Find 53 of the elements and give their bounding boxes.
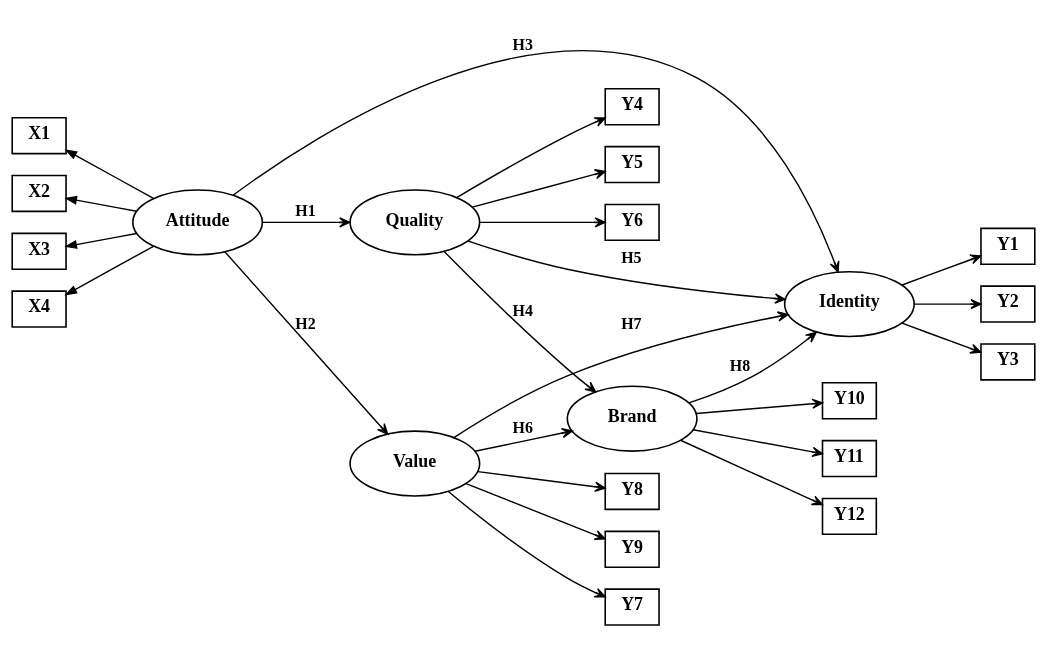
arrow <box>64 232 138 249</box>
arrow <box>471 168 606 208</box>
arrow <box>261 216 351 228</box>
arrow <box>913 298 982 309</box>
node-box: Y8 <box>604 472 660 510</box>
node-box: Y4 <box>604 87 660 125</box>
node-box: Y12 <box>821 497 878 535</box>
node-box: Y6 <box>604 203 660 241</box>
arrow <box>447 490 606 598</box>
arrow <box>692 428 824 457</box>
edge-label: H4 <box>512 301 533 319</box>
arrow <box>688 331 817 404</box>
node-box: X1 <box>11 116 67 154</box>
edge-label: H3 <box>512 35 533 53</box>
arrow <box>232 49 840 273</box>
arrow <box>453 310 789 438</box>
node-box: X4 <box>11 289 67 328</box>
node-ellipse: Value <box>349 429 481 497</box>
edge-label: H2 <box>295 314 316 332</box>
arrow <box>479 216 606 228</box>
edge-label: H1 <box>295 201 316 219</box>
node-box: X3 <box>11 232 67 270</box>
arrow <box>224 250 389 435</box>
arrow <box>695 398 824 414</box>
edge-label: H8 <box>729 356 751 374</box>
node-ellipse: Brand <box>566 385 698 452</box>
arrow <box>443 250 597 393</box>
arrow <box>465 482 606 540</box>
arrow <box>456 116 606 198</box>
node-box: Y10 <box>821 381 878 419</box>
node-box: Y1 <box>980 227 1036 265</box>
edge-label: H5 <box>621 248 642 266</box>
node-box: Y3 <box>980 342 1036 381</box>
node-box: X2 <box>11 174 67 212</box>
arrow <box>477 470 606 492</box>
arrow <box>64 245 155 296</box>
node-box: Y11 <box>821 439 878 477</box>
arrow <box>467 239 786 304</box>
arrow <box>901 322 982 354</box>
node-ellipse: Identity <box>783 270 915 337</box>
node-box: Y5 <box>604 145 660 183</box>
node-box: Y9 <box>604 530 660 568</box>
arrow <box>64 195 138 212</box>
edge-label: H7 <box>621 314 642 332</box>
arrow <box>474 427 573 452</box>
node-box: Y7 <box>604 587 660 626</box>
node-ellipse: Quality <box>349 188 481 256</box>
arrow <box>679 439 824 505</box>
arrow <box>64 148 155 199</box>
node-ellipse: Attitude <box>132 188 264 256</box>
edge-label: H6 <box>512 418 533 436</box>
arrow <box>901 254 982 286</box>
node-box: Y2 <box>980 284 1036 323</box>
